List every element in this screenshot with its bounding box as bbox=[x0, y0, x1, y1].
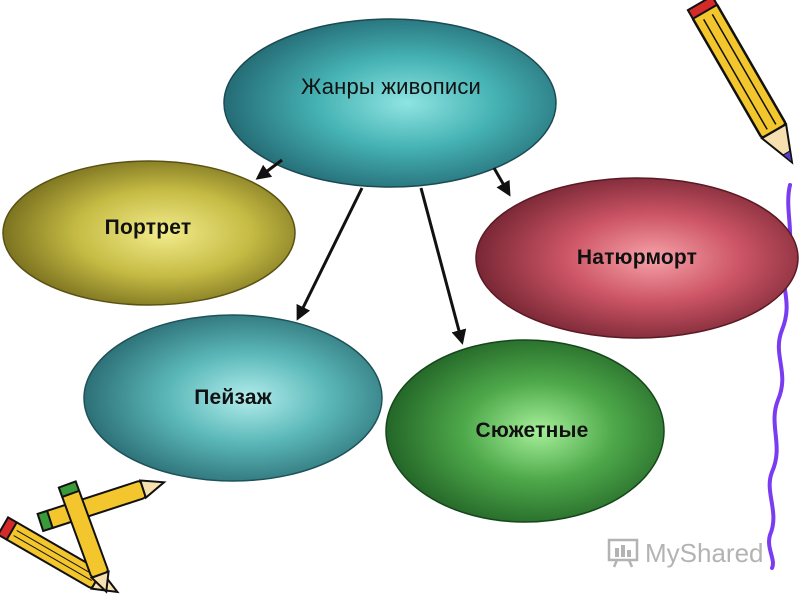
pencil-icon bbox=[686, 0, 794, 165]
watermark: MyShared bbox=[607, 536, 764, 570]
crossed-pencils-icon bbox=[0, 479, 167, 594]
watermark-text: MyShared bbox=[645, 537, 764, 568]
arrow-to-still-life bbox=[492, 167, 511, 197]
landscape-label: Пейзаж bbox=[194, 386, 272, 409]
arrow-to-portrait bbox=[255, 158, 283, 180]
narrative-label: Сюжетные bbox=[475, 419, 589, 442]
node-narrative bbox=[385, 339, 665, 523]
still-life-label: Натюрморт bbox=[576, 246, 698, 269]
arrow-to-landscape bbox=[296, 187, 364, 321]
node-root bbox=[223, 18, 557, 188]
presentation-icon bbox=[607, 538, 639, 568]
arrow-to-narrative bbox=[419, 187, 467, 345]
node-portrait bbox=[2, 160, 296, 306]
root-label: Жанры живописи bbox=[300, 74, 482, 99]
node-landscape bbox=[83, 314, 383, 482]
node-still-life bbox=[475, 177, 799, 339]
portrait-label: Портрет bbox=[104, 216, 192, 239]
